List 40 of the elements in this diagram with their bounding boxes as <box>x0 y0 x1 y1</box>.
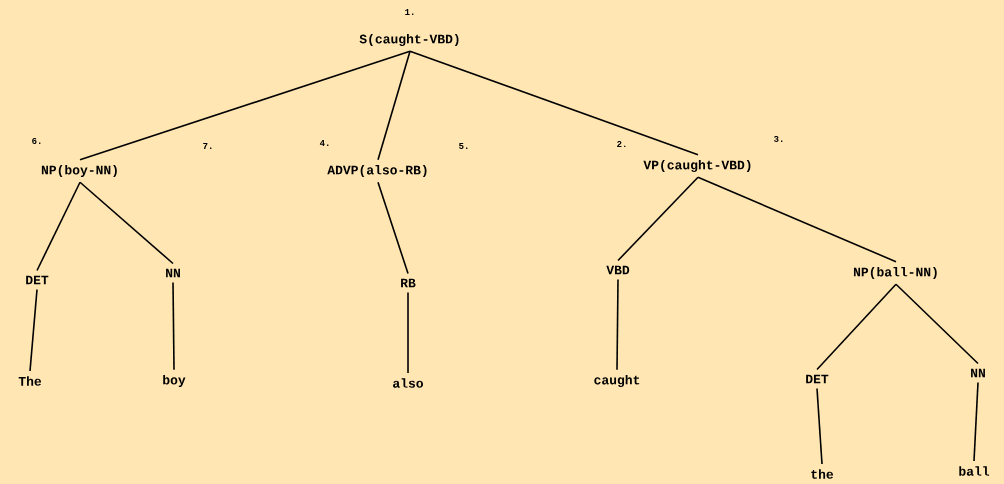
tree-branch <box>377 181 409 275</box>
tree-node-label: The <box>18 376 42 386</box>
tree-node-label: ADVP(also-RB) <box>327 164 427 178</box>
step-number: 3. <box>774 135 783 143</box>
tree-node-label: caught <box>594 374 640 388</box>
tree-branch <box>377 50 411 161</box>
tree-branch <box>697 176 897 263</box>
tree-node-label: NN <box>166 268 180 278</box>
step-number: 1. <box>405 9 414 15</box>
tree-branch <box>172 281 175 371</box>
tree-node-label: VP(caught-VBD) <box>643 159 751 173</box>
tree-branch <box>79 50 411 161</box>
tree-branch <box>616 278 619 371</box>
tree-node-label: DET <box>806 374 829 384</box>
tree-branch <box>36 181 81 272</box>
tree-branch <box>29 288 38 372</box>
tree-node-label: ball <box>959 466 990 476</box>
tree-branch <box>816 387 823 465</box>
step-number: 6. <box>32 137 41 145</box>
tree-branch <box>816 283 897 371</box>
step-number: 7. <box>203 143 212 149</box>
tree-node-label: VBD <box>606 265 630 275</box>
tree-node-label: NP(ball-NN) <box>853 266 937 280</box>
tree-branch <box>895 283 979 365</box>
tree-branch <box>409 50 699 156</box>
tree-node-label: NP(boy-NN) <box>41 164 117 178</box>
tree-node-label: also <box>393 378 423 388</box>
tree-node-label: boy <box>163 374 186 388</box>
tree-branch <box>407 291 409 374</box>
tree-branch <box>973 381 979 462</box>
step-number: 5. <box>459 143 468 149</box>
tree-branch <box>79 181 174 265</box>
tree-node-label: DET <box>26 275 49 285</box>
tree-branch <box>617 176 699 262</box>
tree-node-label: the <box>811 469 834 479</box>
tree-node-label: RB <box>401 278 416 288</box>
tree-node-label: NN <box>971 368 985 378</box>
step-number: 2. <box>617 141 626 147</box>
tree-node-label: S(caught-VBD) <box>359 33 459 47</box>
step-number: 4. <box>319 140 329 146</box>
